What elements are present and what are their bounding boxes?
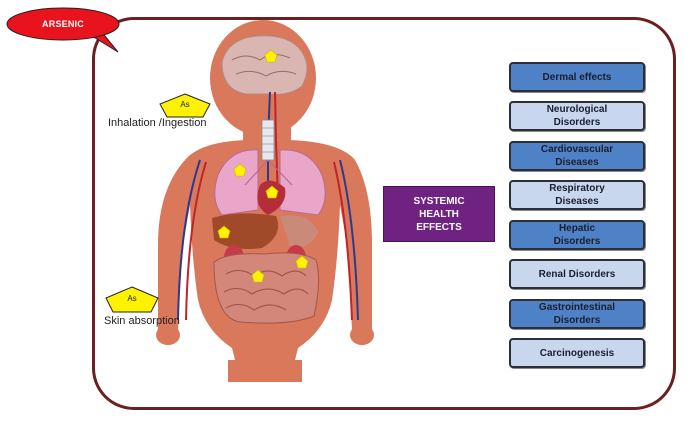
effect-gastrointestinal: Gastrointestinal Disorders [509,299,645,329]
marker-liver [217,225,231,239]
trachea [261,119,275,161]
effect-hepatic: Hepatic Disorders [509,220,645,250]
effect-renal: Renal Disorders [509,259,645,289]
systemic-health-effects-box: SYSTEMIC HEALTH EFFECTS [383,186,495,242]
arsenic-bubble-label: ARSENIC [42,19,84,29]
marker-brain [264,49,278,63]
marker-kidney [295,255,309,269]
liver-stomach [212,213,318,249]
arsenic-speech-bubble [6,7,120,53]
blood-vessels [177,91,359,321]
effect-respiratory: Respiratory Diseases [509,180,645,210]
effect-carcinogenesis: Carcinogenesis [509,338,645,368]
skin-pentagon-icon [105,286,159,313]
effect-neurological: Neurological Disorders [509,101,645,131]
skin-route-label: Skin absorption [104,315,180,327]
arsenic-markers [217,49,309,283]
effect-cardiovascular: Cardiovascular Diseases [509,141,645,171]
marker-lung-left [233,163,247,177]
intestines [213,252,320,324]
marker-intestine [251,269,265,283]
inhalation-as-label: As [180,100,190,109]
effect-dermal: Dermal effects [509,62,645,92]
brain [221,35,308,95]
lungs [214,149,326,216]
inhalation-route-label: Inhalation /Ingestion [108,117,207,129]
inhalation-pentagon-icon [159,93,211,118]
marker-lung-center [265,185,279,199]
skin-as-label: As [127,294,137,303]
